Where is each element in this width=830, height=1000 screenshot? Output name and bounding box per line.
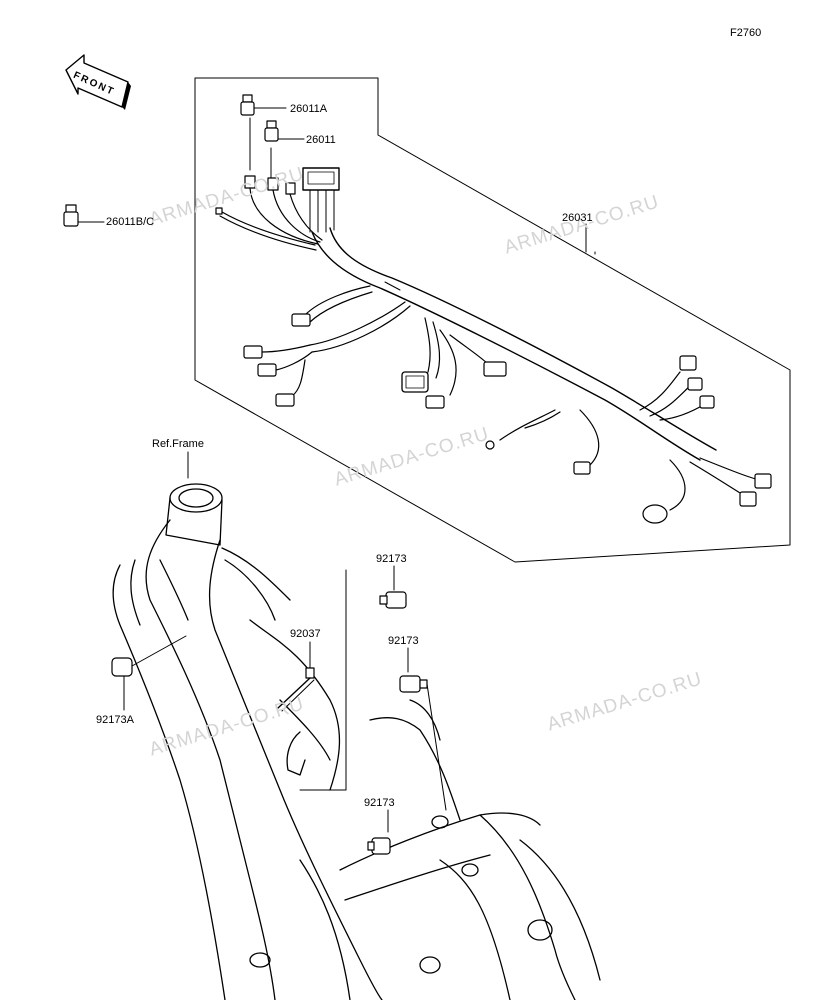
part-label-92173-top: 92173 <box>376 553 407 565</box>
part-label-92173a: 92173A <box>96 714 134 726</box>
front-arrow-icon <box>65 54 131 110</box>
connector-26011a-icon <box>240 94 287 116</box>
grommet-92173-middle <box>399 647 447 811</box>
wiring-harness <box>215 167 772 524</box>
part-label-26011: 26011 <box>306 134 336 146</box>
grommet-92173-top <box>299 565 407 791</box>
part-label-26011bc: 26011B/C <box>106 216 155 228</box>
grommet-92173-bottom <box>367 809 391 855</box>
grommet-92173a-left <box>111 635 187 711</box>
connector-26011bc-icon <box>63 204 105 227</box>
part-label-92173-middle: 92173 <box>388 635 419 647</box>
part-label-26011a: 26011A <box>290 103 328 115</box>
figure-code: F2760 <box>730 27 762 39</box>
part-label-26031: 26031 <box>562 212 593 224</box>
motorcycle-frame <box>112 483 601 1000</box>
part-label-92037: 92037 <box>290 628 321 640</box>
connector-26011-icon <box>264 120 305 181</box>
ground-bolt-92037 <box>277 641 315 712</box>
part-label-92173-bottom: 92173 <box>364 797 395 809</box>
ref-frame-label: Ref.Frame <box>152 438 204 450</box>
harness-group-outline <box>194 77 791 563</box>
